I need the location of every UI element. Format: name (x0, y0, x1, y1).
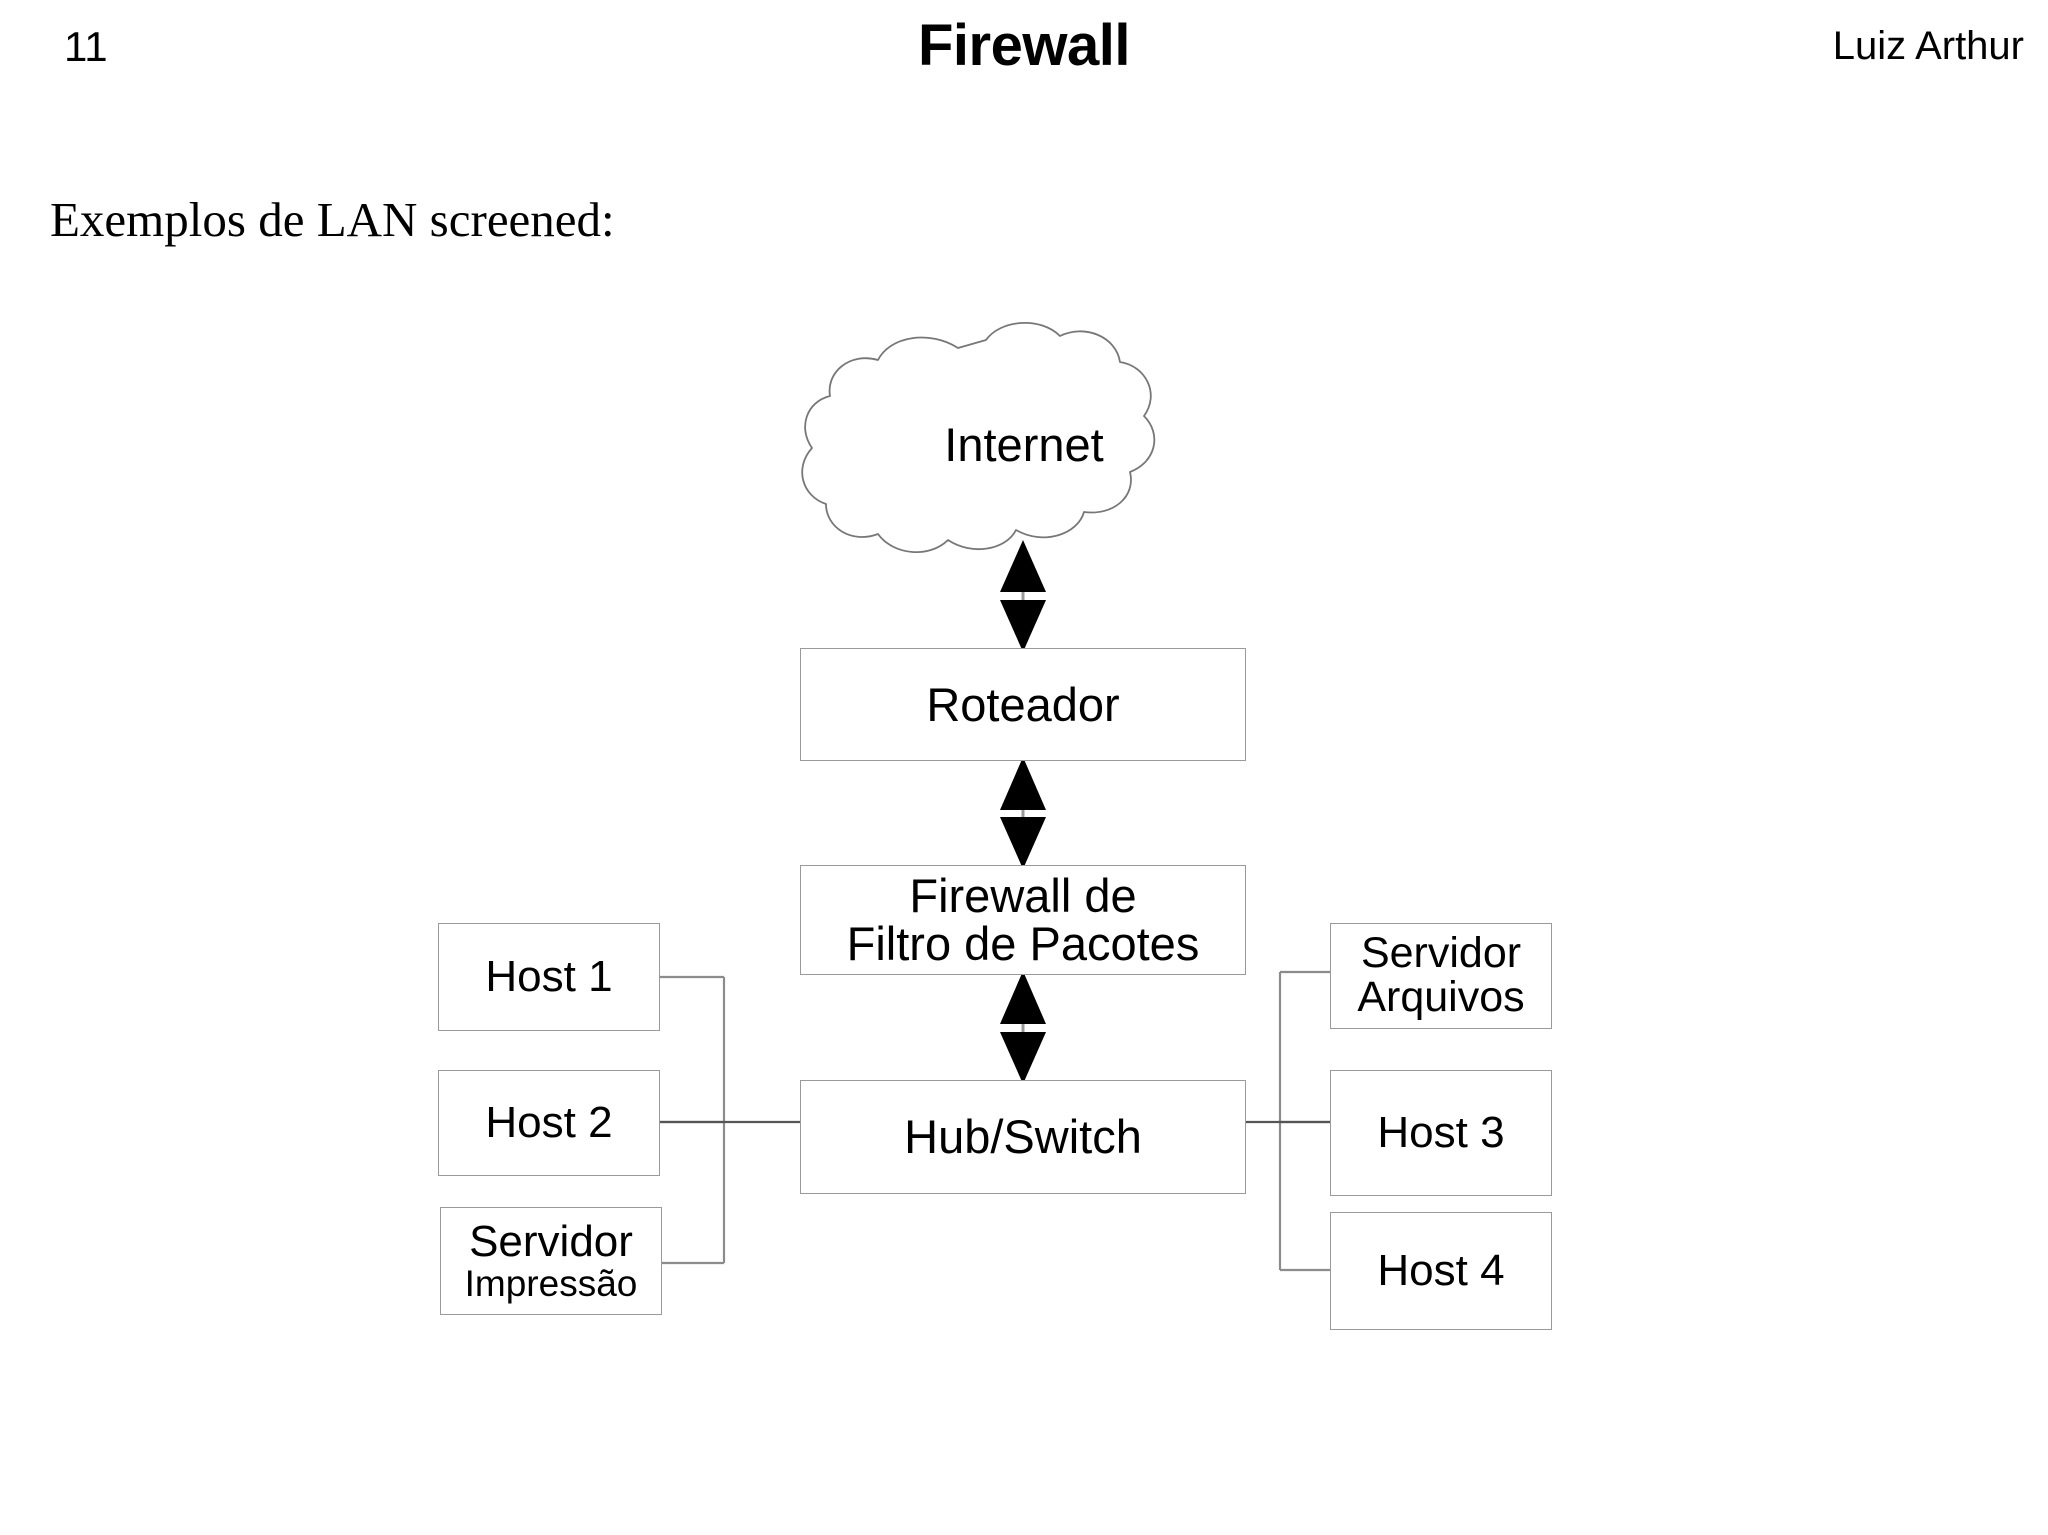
node-servidor-impressao-label-line2: Impressão (464, 1262, 638, 1304)
node-internet[interactable]: Internet (828, 325, 1220, 543)
node-host-1[interactable]: Host 1 (438, 923, 660, 1031)
arrow-internet-router (1000, 540, 1046, 652)
node-host-1-label: Host 1 (485, 951, 613, 1001)
arrow-router-firewall (1000, 757, 1046, 869)
node-servidor-arquivos-label-line1: Servidor (1360, 929, 1522, 978)
node-servidor-arquivos[interactable]: Servidor Arquivos (1330, 923, 1552, 1029)
connector-left-bracket (660, 975, 800, 1265)
node-roteador[interactable]: Roteador (800, 648, 1246, 761)
page-title: Firewall (918, 13, 1130, 78)
node-servidor-arquivos-label-line2: Arquivos (1357, 973, 1525, 1021)
node-hub-switch[interactable]: Hub/Switch (800, 1080, 1246, 1194)
node-host-3[interactable]: Host 3 (1330, 1070, 1552, 1196)
arrow-firewall-switch (1000, 971, 1046, 1084)
node-roteador-label: Roteador (926, 677, 1120, 731)
node-firewall-packet-filter[interactable]: Firewall de Filtro de Pacotes (800, 865, 1246, 975)
subtitle-text: Exemplos de LAN screened: (50, 192, 615, 247)
connector-right-bracket (1246, 970, 1332, 1272)
node-firewall-label-line2: Filtro de Pacotes (846, 917, 1200, 970)
node-host-2[interactable]: Host 2 (438, 1070, 660, 1176)
node-firewall-label-line1: Firewall de (909, 869, 1137, 923)
node-servidor-impressao[interactable]: Servidor Impressão (440, 1207, 662, 1315)
node-servidor-impressao-label-line1: Servidor (469, 1216, 633, 1266)
node-hub-switch-label: Hub/Switch (904, 1110, 1142, 1164)
node-host-4-label: Host 4 (1377, 1245, 1505, 1295)
node-host-2-label: Host 2 (485, 1097, 613, 1147)
node-internet-label: Internet (944, 418, 1104, 471)
node-host-4[interactable]: Host 4 (1330, 1212, 1552, 1330)
page-number: 11 (64, 23, 108, 70)
author-name: Luiz Arthur (1832, 24, 2024, 68)
node-host-3-label: Host 3 (1377, 1107, 1505, 1157)
